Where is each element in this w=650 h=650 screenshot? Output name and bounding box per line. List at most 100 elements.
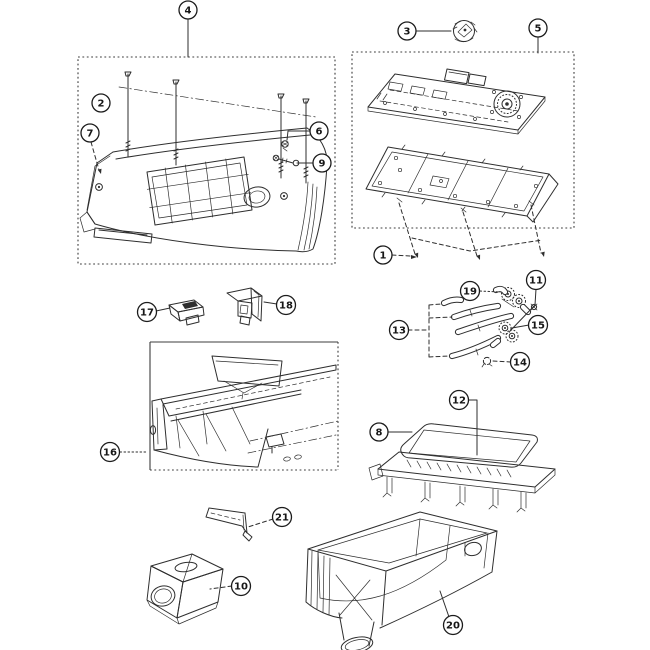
callout-circle[interactable] [230, 575, 252, 597]
leader-line [407, 303, 453, 358]
latch-part-drawing [168, 299, 205, 326]
callout-number: 2 [98, 99, 105, 110]
callout-circle[interactable] [459, 280, 481, 302]
callout-number: 17 [140, 308, 154, 319]
leader-line [90, 141, 100, 171]
callout-circle[interactable] [271, 506, 293, 528]
callout-circle[interactable] [442, 614, 464, 636]
callout-number: 21 [275, 513, 289, 524]
callout-2[interactable]: 2 [91, 93, 111, 113]
callout-19[interactable]: 19 [459, 280, 501, 302]
dispenser-top-assembly-drawing [149, 355, 339, 468]
callout-1[interactable]: 1 [373, 202, 545, 265]
callout-15[interactable]: 15 [511, 314, 549, 336]
callout-circle[interactable] [136, 301, 158, 323]
drain-spout [338, 612, 375, 650]
leader-line [509, 288, 537, 332]
callout-number: 20 [446, 621, 460, 632]
callout-circle[interactable] [178, 0, 198, 20]
leader-line [492, 360, 512, 363]
alignment-centerline [118, 86, 317, 118]
callout-circle[interactable] [99, 441, 121, 463]
callout-5[interactable]: 5 [528, 18, 548, 54]
callout-circle[interactable] [309, 121, 329, 141]
control-board-boundary-box [351, 51, 575, 229]
leader-line [286, 130, 311, 141]
callout-18[interactable]: 18 [263, 294, 297, 316]
control-board-housing [365, 144, 559, 223]
dispenser-hopper [211, 355, 283, 400]
callout-circle[interactable] [388, 319, 410, 341]
leader-line [467, 399, 478, 456]
callout-16[interactable]: 16 [99, 441, 149, 463]
callout-circle[interactable] [509, 351, 531, 373]
callout-10[interactable]: 10 [209, 575, 252, 597]
callout-number: 15 [531, 321, 545, 332]
callout-circle[interactable] [525, 269, 547, 291]
callout-number: 14 [513, 358, 527, 369]
callout-circle[interactable] [312, 153, 332, 173]
housing-screw-points [396, 197, 535, 213]
bracket-part-drawing [226, 287, 263, 326]
callout-number: 12 [452, 396, 466, 407]
callout-circle[interactable] [448, 389, 470, 411]
siphon-top-hole [174, 561, 198, 573]
callout-9[interactable]: 9 [296, 153, 332, 173]
callout-number: 7 [87, 129, 94, 140]
electronic-control-board [367, 68, 546, 135]
callout-number: 16 [103, 448, 117, 459]
leader-line [209, 585, 233, 590]
callout-20[interactable]: 20 [439, 590, 464, 636]
valve-screw [530, 303, 538, 311]
callout-21[interactable]: 21 [247, 506, 293, 528]
callout-7[interactable]: 7 [80, 123, 102, 174]
siphon-front-opening [150, 585, 176, 607]
leader-line [247, 518, 274, 528]
leader-line [263, 301, 278, 305]
callout-circle[interactable] [528, 18, 548, 38]
callout-13[interactable]: 13 [388, 303, 453, 358]
callout-12[interactable]: 12 [448, 389, 478, 456]
housing-side-lug [464, 541, 482, 557]
water-valve-hose-assembly [440, 285, 538, 368]
panel-keypad [146, 156, 253, 226]
dispenser-bottom-housing [305, 511, 498, 650]
callout-11[interactable]: 11 [509, 269, 547, 332]
callout-17[interactable]: 17 [136, 301, 171, 323]
callout-circle[interactable] [373, 245, 393, 265]
callout-8[interactable]: 8 [369, 422, 413, 442]
drawer-slot-tab [93, 227, 153, 244]
callout-circle[interactable] [369, 422, 389, 442]
leader-line [439, 590, 450, 618]
callout-circle[interactable] [275, 294, 297, 316]
callout-circle[interactable] [80, 123, 100, 143]
inlet-valve-upper [492, 285, 532, 316]
callout-circle[interactable] [397, 21, 417, 41]
dispenser-bracket [265, 433, 285, 454]
siphon-cover-drawing [146, 553, 224, 625]
leader-line [391, 202, 543, 257]
cover-clip-frame [368, 451, 556, 513]
callout-4[interactable]: 4 [178, 0, 198, 58]
rotary-encoder [490, 90, 523, 119]
callout-circle[interactable] [91, 93, 111, 113]
cover-lid [400, 423, 538, 468]
callout-14[interactable]: 14 [492, 351, 531, 373]
callout-number: 10 [234, 582, 248, 593]
callout-number: 19 [463, 287, 477, 298]
callout-3[interactable]: 3 [397, 21, 452, 41]
callout-circle[interactable] [527, 314, 549, 336]
chute-bracket-drawing [205, 507, 253, 542]
panel-clip-part [281, 140, 289, 152]
callout-number: 4 [185, 6, 192, 17]
panel-end-ribs [297, 181, 318, 251]
panel-screw-part [272, 154, 300, 167]
dispenser-port [149, 425, 157, 435]
callout-number: 18 [279, 301, 293, 312]
panel-end-fastener-hole [95, 183, 103, 191]
callout-6[interactable]: 6 [286, 121, 329, 141]
leader-line [511, 324, 530, 329]
callout-number: 13 [392, 326, 406, 337]
